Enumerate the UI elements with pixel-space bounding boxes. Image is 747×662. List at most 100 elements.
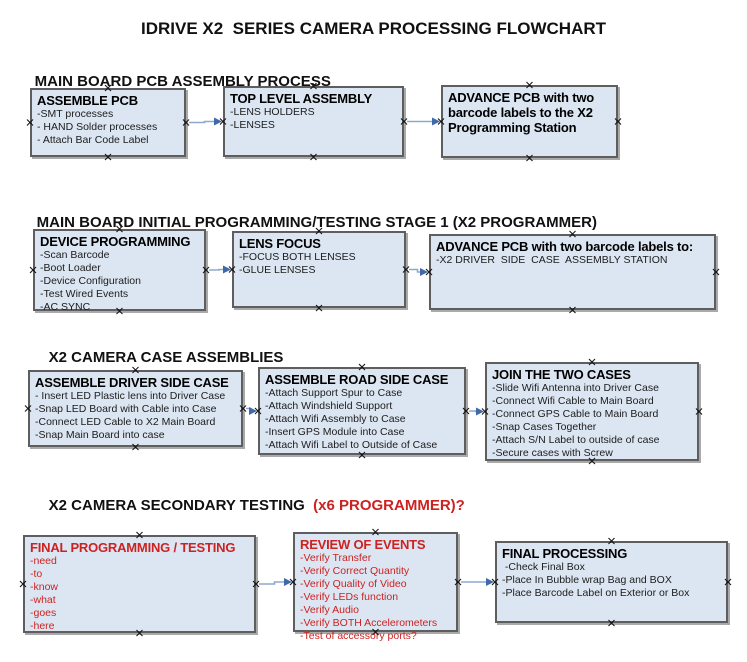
- flow-arrow-head: [214, 117, 222, 126]
- flow-box-device-programming: DEVICE PROGRAMMING -Scan Barcode-Boot Lo…: [33, 229, 206, 314]
- box-body: -Verify Transfer-Verify Correct Quantity…: [300, 552, 451, 643]
- flow-arrow-head: [486, 578, 494, 586]
- box-line: -LENSES: [230, 119, 275, 131]
- box-line: -Verify Audio: [300, 604, 359, 616]
- section-heading-text: X2 CAMERA SECONDARY TESTING: [48, 497, 309, 514]
- box-body: -Attach Support Spur to Case-Attach Wind…: [265, 387, 459, 452]
- box-line: -Verify Quality of Video: [300, 578, 407, 590]
- box-line: -FOCUS BOTH LENSES: [239, 251, 356, 263]
- flow-arrow-line: [189, 120, 215, 124]
- box-body: -LENS HOLDERS-LENSES: [230, 106, 397, 132]
- box-body: -Check Final Box-Place In Bubble wrap Ba…: [502, 561, 721, 600]
- box-line: -Attach Windshield Support: [265, 400, 393, 412]
- box-line: -Attach Support Spur to Case: [265, 387, 403, 399]
- section-heading-case-assemblies: X2 CAMERA CASE ASSEMBLIES: [32, 332, 284, 383]
- flow-arrow-head: [249, 407, 257, 415]
- box-line: -AC SYNC: [40, 301, 91, 313]
- section-heading-red-suffix: (x6 PROGRAMMER)?: [308, 497, 465, 514]
- box-line: -Verify LEDs function: [300, 591, 399, 603]
- flow-box-advance-pcb-programming-station: ADVANCE PCB with two barcode labels to t…: [441, 85, 618, 158]
- box-body: - Insert LED Plastic lens into Driver Ca…: [35, 390, 236, 442]
- box-line: -Attach Wifi Label to Outside of Case: [265, 439, 438, 451]
- box-title: JOIN THE TWO CASES: [492, 367, 631, 382]
- flow-box-assemble-road-side-case: ASSEMBLE ROAD SIDE CASE -Attach Support …: [258, 367, 466, 455]
- box-line: -Place Barcode Label on Exterior or Box: [502, 587, 690, 599]
- section-heading-initial-programming: MAIN BOARD INITIAL PROGRAMMING/TESTING S…: [20, 197, 597, 248]
- box-line: - Attach Bar Code Label: [37, 134, 149, 146]
- box-line: -Snap LED Board with Cable into Case: [35, 403, 217, 415]
- flow-box-advance-pcb-driver-side: ADVANCE PCB with two barcode labels to: …: [429, 234, 716, 310]
- box-line: -Connect LED Cable to X2 Main Board: [35, 416, 216, 428]
- box-line: -know: [30, 581, 59, 593]
- box-body: -X2 DRIVER SIDE CASE ASSEMBLY STATION: [436, 254, 709, 267]
- flow-arrow-line: [246, 407, 252, 412]
- box-line: -Verify Transfer: [300, 552, 372, 564]
- box-line: -Secure cases with Screw: [492, 447, 613, 459]
- box-line: -Insert GPS Module into Case: [265, 426, 405, 438]
- flow-arrow-line: [409, 268, 421, 273]
- box-body: -FOCUS BOTH LENSES-GLUE LENSES: [239, 251, 399, 277]
- box-title: ASSEMBLE PCB: [37, 93, 138, 108]
- box-line: -Attach S/N Label to outside of case: [492, 434, 660, 446]
- box-line: -LENS HOLDERS: [230, 106, 315, 118]
- box-body: -Scan Barcode-Boot Loader-Device Configu…: [40, 249, 199, 314]
- box-title: ADVANCE PCB with two barcode labels to:: [436, 239, 694, 254]
- flow-arrow-line: [209, 268, 224, 271]
- box-line: - Insert LED Plastic lens into Driver Ca…: [35, 390, 226, 402]
- box-line: -need: [30, 555, 57, 567]
- box-line: -Verify Correct Quantity: [300, 565, 410, 577]
- box-title: TOP LEVEL ASSEMBLY: [230, 91, 373, 106]
- box-line: -here: [30, 620, 55, 632]
- flow-box-review-of-events: REVIEW OF EVENTS -Verify Transfer-Verify…: [293, 532, 458, 642]
- flow-box-final-programming-testing: FINAL PROGRAMMING / TESTING -need-to-kno…: [23, 535, 256, 633]
- box-title: ASSEMBLE DRIVER SIDE CASE: [35, 375, 229, 390]
- box-line: -SMT processes: [37, 108, 114, 120]
- flow-arrow-head: [420, 268, 428, 276]
- flow-arrow-head: [284, 578, 292, 586]
- box-line: -Device Configuration: [40, 275, 141, 287]
- box-line: -Verify BOTH Accelerometers: [300, 617, 438, 629]
- box-body: -need-to-know-what-goes-here: [30, 555, 249, 633]
- box-title: FINAL PROGRAMMING / TESTING: [30, 540, 236, 555]
- box-line: -to: [30, 568, 43, 580]
- box-line: -Attach Wifi Assembly to Case: [265, 413, 406, 425]
- flow-box-assemble-pcb: ASSEMBLE PCB -SMT processes- HAND Solder…: [30, 88, 186, 157]
- flow-box-top-level-assembly: TOP LEVEL ASSEMBLY -LENS HOLDERS-LENSES: [223, 86, 404, 157]
- flow-arrow-head: [223, 265, 231, 274]
- flow-box-join-the-two-cases: JOIN THE TWO CASES -Slide Wifi Antenna i…: [485, 362, 699, 461]
- flow-arrow-line: [469, 410, 477, 413]
- box-body: -Slide Wifi Antenna into Driver Case-Con…: [492, 382, 692, 460]
- box-line: -Connect Wifi Cable to Main Board: [492, 395, 654, 407]
- box-line: -Slide Wifi Antenna into Driver Case: [492, 382, 659, 394]
- box-line: -goes: [30, 607, 57, 619]
- box-line: -Check Final Box: [502, 561, 585, 573]
- section-heading-text: X2 CAMERA CASE ASSEMBLIES: [48, 349, 284, 366]
- page-title: IDRIVE X2 SERIES CAMERA PROCESSING FLOWC…: [140, 19, 607, 38]
- section-heading-text: MAIN BOARD INITIAL PROGRAMMING/TESTING S…: [36, 214, 597, 231]
- box-title: DEVICE PROGRAMMING: [40, 234, 191, 249]
- box-line: -GLUE LENSES: [239, 264, 316, 276]
- box-line: -Boot Loader: [40, 262, 101, 274]
- box-line: -Snap Main Board into case: [35, 429, 165, 441]
- box-line: -Snap Cases Together: [492, 421, 597, 433]
- box-title: LENS FOCUS: [239, 236, 321, 251]
- box-title: FINAL PROCESSING: [502, 546, 628, 561]
- box-line: -Scan Barcode: [40, 249, 110, 261]
- flow-arrow-head: [432, 117, 440, 126]
- box-line: - HAND Solder processes: [37, 121, 158, 133]
- box-line: -Connect GPS Cable to Main Board: [492, 408, 659, 420]
- box-line: -Place In Bubble wrap Bag and BOX: [502, 574, 672, 586]
- box-line: -what: [30, 594, 56, 606]
- section-heading-text: MAIN BOARD PCB ASSEMBLY PROCESS: [34, 73, 331, 90]
- flow-box-final-processing: FINAL PROCESSING -Check Final Box-Place …: [495, 541, 728, 623]
- flow-arrow-head: [476, 407, 484, 416]
- box-line: -Test of accessory ports?: [300, 630, 417, 642]
- box-title: ADVANCE PCB with two barcode labels to t…: [448, 90, 594, 135]
- box-line: -Test Wired Events: [40, 288, 129, 300]
- section-heading-secondary-testing: X2 CAMERA SECONDARY TESTING (x6 PROGRAMM…: [32, 480, 465, 531]
- flow-box-lens-focus: LENS FOCUS -FOCUS BOTH LENSES-GLUE LENSE…: [232, 231, 406, 308]
- flow-box-assemble-driver-side-case: ASSEMBLE DRIVER SIDE CASE - Insert LED P…: [28, 370, 243, 447]
- flow-arrow-line: [259, 581, 285, 585]
- box-title: REVIEW OF EVENTS: [300, 537, 426, 552]
